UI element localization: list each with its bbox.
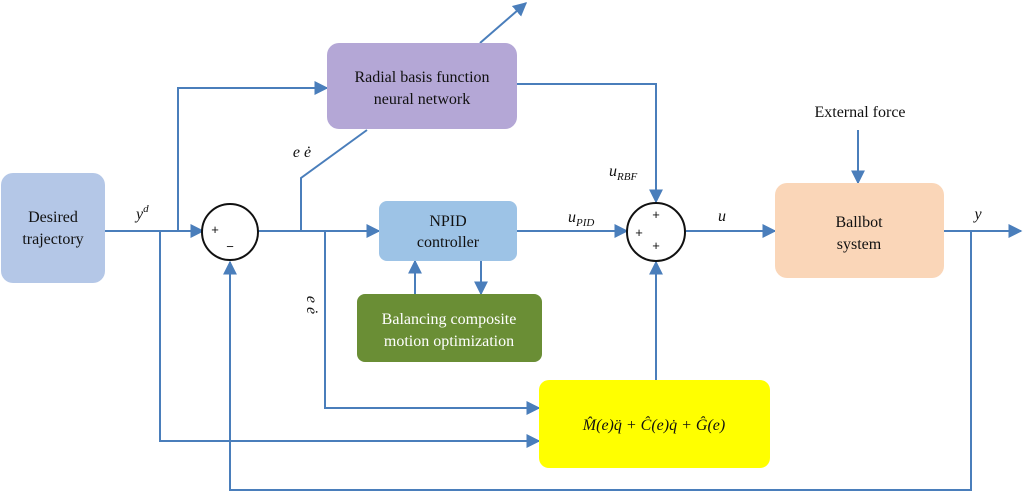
u-rbf-label: uRBF <box>609 163 637 183</box>
sum-junction-control-top: + <box>652 207 660 222</box>
bcmo-block: Balancing composite motion optimization <box>357 294 542 362</box>
sum-junction-control-bottom: + <box>652 238 660 253</box>
ballbot-system-label-2: system <box>837 236 882 253</box>
sum-junction-error-plus: + <box>211 222 219 237</box>
u-rbf-label-subscript: RBF <box>616 171 637 183</box>
yd-label-superscript: d <box>143 203 149 215</box>
external-force-label: External force <box>814 104 905 121</box>
wire-yd-to-rbf <box>177 81 329 231</box>
ballbot-system-block: Ballbot system <box>775 183 944 278</box>
rbf-network-box <box>327 43 517 129</box>
rbf-network-label-2: neural network <box>374 91 470 108</box>
sum-junction-control: + + + <box>626 202 686 262</box>
ballbot-system-label-1: Ballbot <box>835 214 883 231</box>
ballbot-system-box <box>775 183 944 278</box>
desired-trajectory-label-1: Desired <box>28 209 78 226</box>
wire-rbf-to-sum2 <box>517 83 663 204</box>
sum-junction-error: + − <box>201 203 259 261</box>
dynamics-compensation-box <box>539 380 770 468</box>
sum-junction-control-left: + <box>635 225 643 240</box>
npid-controller-label-2: controller <box>417 234 480 251</box>
desired-trajectory-label-2: trajectory <box>22 231 83 248</box>
sum-junction-control-circle <box>626 202 686 262</box>
dynamics-formula: M̂(e)q̈ + Ĉ(e)q̇ + Ĝ(e) <box>582 415 725 434</box>
yd-label: yd <box>134 203 149 223</box>
y-output-label: y <box>972 206 982 223</box>
sum-junction-error-minus: − <box>226 239 234 254</box>
bcmo-box <box>357 294 542 362</box>
signal-wires <box>105 2 1023 491</box>
dynamics-compensation-block: M̂(e)q̈ + Ĉ(e)q̇ + Ĝ(e) <box>539 380 770 468</box>
npid-controller-block: NPID controller <box>379 201 517 261</box>
wire-error-to-dynamics <box>324 231 541 415</box>
bcmo-label-2: motion optimization <box>384 333 514 350</box>
wire-error-to-rbf <box>300 129 368 231</box>
u-label: u <box>718 208 726 225</box>
bcmo-label-1: Balancing composite <box>382 311 517 328</box>
u-pid-label-base: u <box>568 209 576 226</box>
rbf-network-label-1: Radial basis function <box>354 69 489 86</box>
yd-label-base: y <box>134 206 144 223</box>
wire-rbf-update <box>479 2 528 44</box>
sum-junction-error-circle <box>201 203 259 261</box>
desired-trajectory-block: Desired trajectory <box>1 173 105 283</box>
wire-feedback <box>223 231 972 491</box>
rbf-network-block: Radial basis function neural network <box>327 43 517 129</box>
e-edot-label-side: e ė <box>303 296 320 314</box>
u-pid-label-subscript: PID <box>575 217 594 229</box>
wire-yd-to-dynamics <box>159 231 541 448</box>
e-edot-label-top: e ė <box>293 144 311 161</box>
npid-controller-label-1: NPID <box>429 213 466 230</box>
desired-trajectory-box <box>1 173 105 283</box>
u-pid-label: uPID <box>568 209 594 229</box>
npid-controller-box <box>379 201 517 261</box>
u-rbf-label-base: u <box>609 163 617 180</box>
